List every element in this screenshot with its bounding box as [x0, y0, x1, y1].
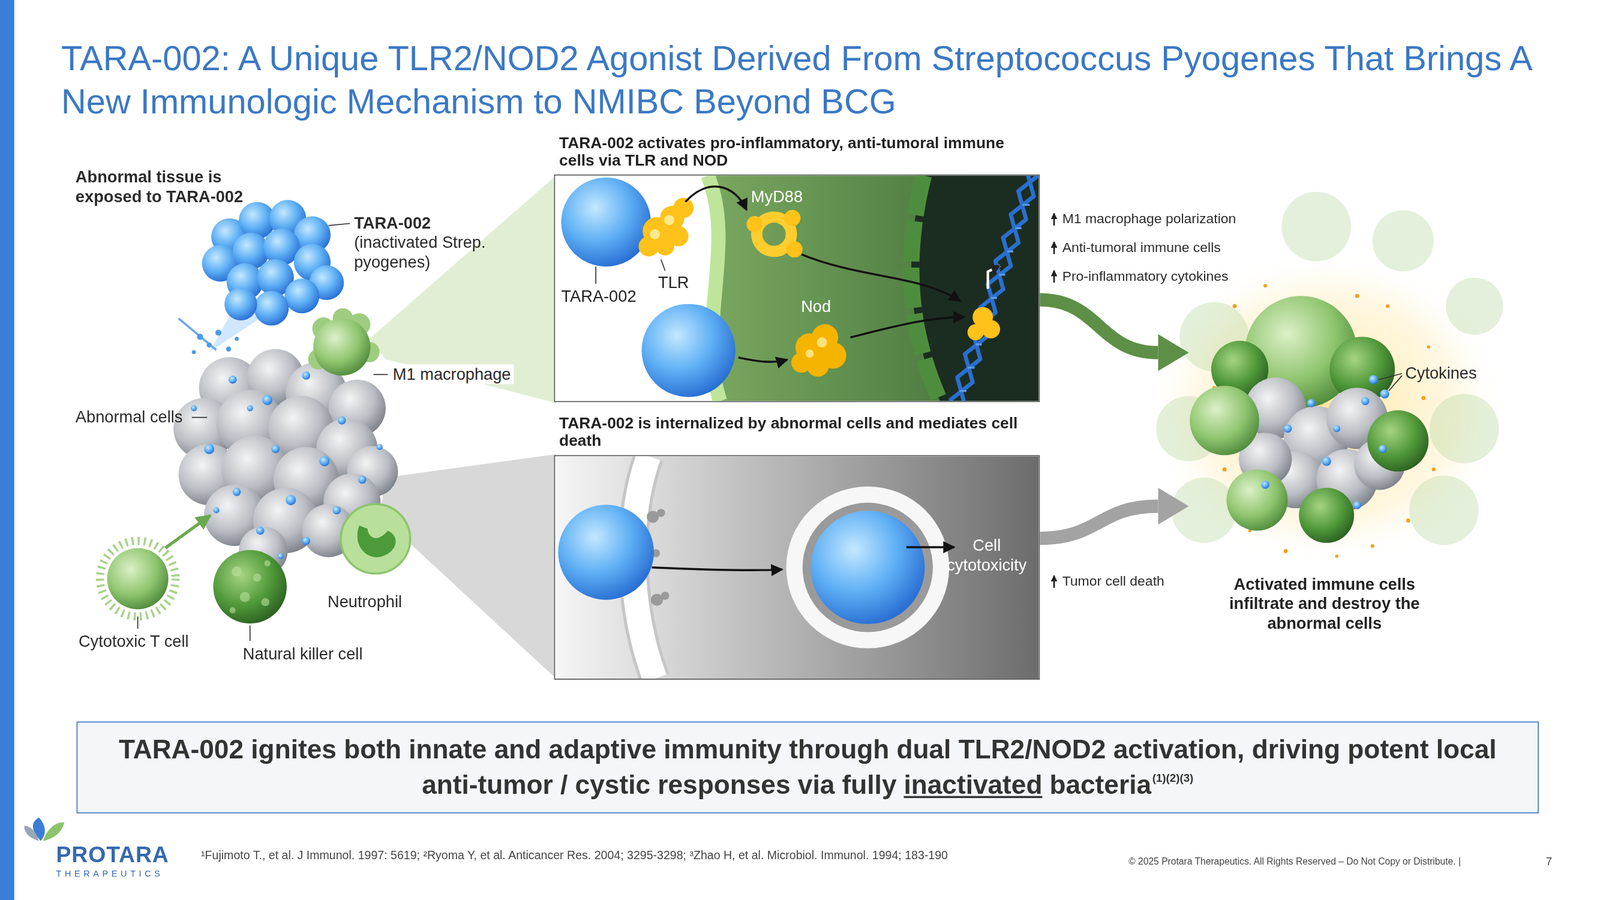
protein-label: Nod: [800, 296, 831, 317]
slide-title: TARA-002: A Unique TLR2/NOD2 Agonist Der…: [61, 36, 1582, 123]
effect-item: Pro-inflammatory cytokines: [1062, 268, 1229, 285]
agent-name: TARA-002: [353, 212, 431, 233]
copyright: © 2025 Protara Therapeutics. All Rights …: [1128, 856, 1461, 868]
cytokine-label: Cytokines: [1405, 363, 1477, 384]
summary-part: bacteria: [1049, 769, 1152, 800]
panel-heading: TARA-002 is internalized by abnormal cel…: [559, 414, 1040, 450]
agent-label: TARA-002: [560, 286, 636, 307]
effect-label: Cell cytotoxicity: [938, 535, 1035, 575]
effect-item: M1 macrophage polarization: [1062, 211, 1237, 228]
flow-arrow: [1039, 487, 1189, 539]
cluster-caption: Activated immune cells infiltrate and de…: [1199, 574, 1449, 634]
summary-part: inactivated: [903, 769, 1043, 800]
receptor-label: TLR: [658, 272, 689, 293]
footnote: ¹Fujimoto T., et al. J Immunol. 1997: 56…: [200, 848, 948, 863]
panel-heading: TARA-002 activates pro-inflammatory, ant…: [559, 133, 1040, 169]
tumor-cluster: Activated immune cells infiltrate and de…: [1189, 199, 1461, 638]
cell-label: Neutrophil: [327, 592, 402, 612]
flow-arrow: [1039, 299, 1189, 372]
effect-item: Tumor cell death: [1062, 573, 1165, 591]
agent-note: (inactivated Strep. pyogenes): [353, 232, 487, 272]
reference-marks: (1)(2)(3): [1152, 770, 1194, 783]
summary-text: TARA-002 ignites both innate and adaptiv…: [100, 731, 1516, 803]
logo-wordmark: PROTARA: [56, 841, 170, 869]
protein-label: MyD88: [751, 186, 803, 207]
logo-tagline: THERAPEUTICS: [56, 868, 164, 879]
cell-label: Abnormal cells: [75, 407, 183, 428]
cell-label: Natural killer cell: [242, 643, 363, 664]
panel-frame: Cell cytotoxicity: [554, 455, 1041, 680]
panel-frame: MyD88TLR TARA-002 Nod: [554, 174, 1041, 402]
cell-label: M1 macrophage: [390, 364, 513, 384]
mechanism-panel: TARA-002 is internalized by abnormal cel…: [554, 414, 1041, 680]
mechanism-panel: TARA-002 activates pro-inflammatory, ant…: [554, 133, 1041, 402]
summary-box: TARA-002 ignites both innate and adaptiv…: [76, 721, 1539, 814]
cell-label: Cytotoxic T cell: [78, 631, 189, 652]
page-number: 7: [1546, 854, 1553, 869]
tissue-note: Abnormal tissue is exposed to TARA-002: [75, 167, 272, 207]
summary-part: TARA-002 ignites both innate and adaptiv…: [118, 733, 1497, 800]
effect-item: Anti-tumoral immune cells: [1062, 239, 1221, 257]
